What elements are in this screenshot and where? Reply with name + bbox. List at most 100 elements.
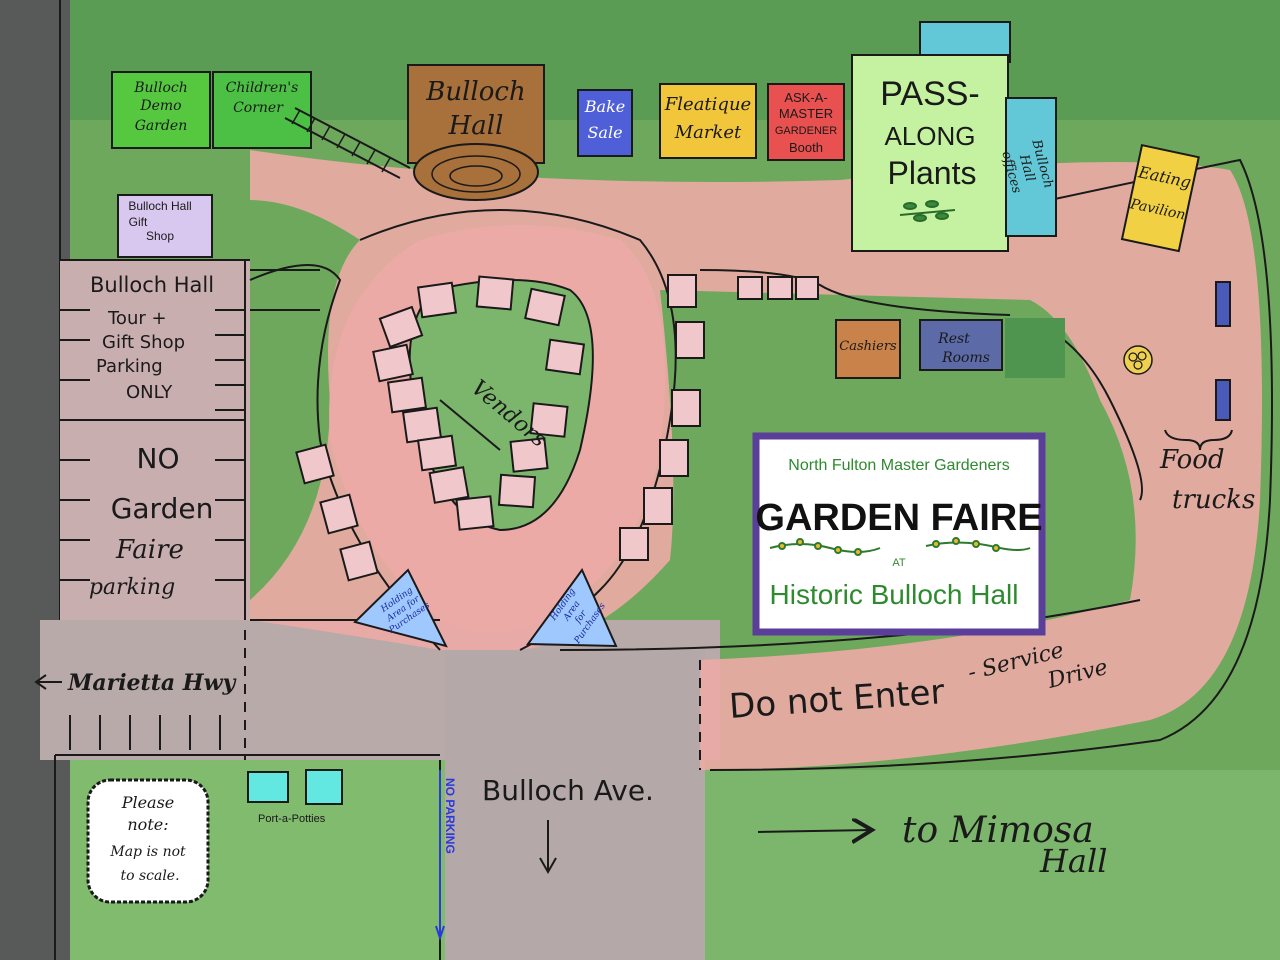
bulloch-hall-label-1: Bulloch [425, 77, 525, 107]
holding-right-shape [526, 568, 618, 648]
vendor-booth [401, 406, 443, 444]
sign-title: GARDEN FAIRE [755, 497, 1042, 539]
vendor-booth [416, 281, 458, 319]
fleatique-label-2: Market [674, 122, 742, 143]
no-parking-label-1: NO [137, 442, 180, 475]
sign-org: North Fulton Master Gardeners [788, 457, 1009, 474]
bulloch-demo-garden: Bulloch Demo Garden [111, 71, 211, 149]
offices-label-2: Hall [1016, 152, 1038, 183]
pass-along-plants: PASS- ALONG Plants [851, 21, 1011, 252]
gift-shop-label-2: Gift [129, 215, 148, 229]
childrens-corner-box [212, 71, 312, 149]
lawn-south-east [700, 770, 1280, 960]
garden-faire-sign: North Fulton Master Gardeners GARDEN FAI… [752, 432, 1046, 636]
note-line-3: Map is not [109, 844, 186, 860]
bulloch-hall-label-2: Hall [448, 111, 504, 141]
vendor-booth [509, 437, 549, 473]
note-line-1: Please [121, 793, 175, 812]
vendor-booth [659, 439, 689, 477]
note-line-2: note: [127, 815, 168, 834]
childrens-corner: Children's Corner [212, 71, 411, 179]
demo-garden-label-2: Demo [139, 98, 181, 114]
no-parking-label-3: Faire [115, 535, 184, 565]
food-truck [1215, 379, 1231, 421]
childrens-corner-label-2: Corner [233, 100, 284, 116]
vendor-booths [295, 274, 819, 582]
vendor-booth [319, 493, 359, 535]
sign-at: AT [892, 557, 906, 569]
note-box [86, 778, 210, 904]
bushes-icon [1123, 345, 1153, 375]
port-a-potty [305, 769, 343, 805]
vendor-booth [619, 527, 649, 561]
marietta-hwy-label: Marietta Hwy [67, 670, 238, 696]
vendor-booth [675, 321, 705, 359]
pass-along-label-3: Plants [888, 155, 977, 191]
fleatique-market: Fleatique Market [659, 83, 757, 159]
cashiers-box [835, 319, 901, 379]
demo-garden-label-1: Bulloch [133, 80, 188, 96]
sign-frame [752, 432, 1046, 636]
shrub-patch [1005, 318, 1065, 378]
fleatique-label-1: Fleatique [664, 94, 751, 115]
port-a-potties: Port-a-Potties [247, 769, 343, 825]
pass-along-label-1: PASS- [880, 75, 980, 113]
tour-parking-label-1: Bulloch Hall [90, 273, 214, 297]
vendor-booth [667, 274, 697, 308]
food-trucks-label-1: Food [1159, 445, 1225, 475]
tour-parking-label-4: Parking [96, 356, 163, 377]
ask-master-box [767, 83, 845, 161]
no-parking-label-4: parking [89, 575, 175, 600]
vendor-booth [767, 276, 793, 300]
restrooms-label-1: Rest [937, 331, 970, 347]
bake-sale-box [577, 89, 633, 157]
to-mimosa-label-2: Hall [1039, 842, 1107, 880]
cashiers-label: Cashiers [839, 339, 897, 354]
vendor-booth [643, 487, 673, 525]
gift-shop-label-1: Bulloch Hall [128, 199, 191, 213]
gift-shop-box [117, 194, 213, 258]
vendor-booth [497, 473, 537, 509]
bake-sale-label-1: Bake [584, 97, 625, 116]
down-arrow-icon [539, 820, 557, 875]
restrooms-box [919, 319, 1003, 371]
restrooms-label-2: Rooms [941, 350, 990, 366]
rest-rooms: Rest Rooms [919, 319, 1003, 371]
food-trucks [1215, 281, 1231, 421]
ask-a-master-gardener-booth: ASK-A- MASTER GARDENER Booth [767, 83, 845, 161]
ask-master-label-1: ASK-A- [784, 90, 827, 105]
tour-parking-label-3: Gift Shop [102, 332, 185, 353]
bulloch-ave-road [445, 650, 705, 960]
gift-shop-label-3: Shop [146, 229, 174, 243]
to-mimosa-label-1: to Mimosa [902, 810, 1094, 851]
vendor-booth [475, 275, 515, 311]
vendor-booth [455, 495, 495, 531]
vendor-booth [795, 276, 819, 300]
vendor-booth [378, 305, 424, 349]
port-a-potty [247, 771, 289, 803]
eating-pavilion: Eating Pavilion [1120, 143, 1200, 253]
left-arrow-icon [34, 674, 62, 690]
demo-garden-label-3: Garden [135, 118, 188, 134]
vendor-booth [671, 389, 701, 427]
food-trucks-brace [1164, 429, 1233, 451]
vendor-booth [524, 287, 566, 327]
gift-shop: Bulloch Hall Gift Shop [117, 194, 213, 258]
scale-note: Please note: Map is not to scale. [86, 778, 210, 904]
childrens-corner-label-1: Children's [226, 80, 299, 96]
demo-garden-box [111, 71, 211, 149]
tour-parking-label-2: Tour + [107, 308, 167, 329]
note-line-4: to scale. [120, 868, 179, 884]
no-parking-label-2: Garden [111, 492, 214, 525]
ask-master-label-4: Booth [789, 140, 823, 155]
bake-sale: Bake Sale [577, 89, 633, 157]
eating-pavilion-box [1120, 143, 1200, 253]
food-truck [1215, 281, 1231, 327]
holding-area-left: Holding Area for Purchases [353, 568, 448, 648]
vendor-booth [428, 466, 470, 504]
holding-left-shape [353, 568, 448, 648]
sign-venue: Historic Bulloch Hall [770, 579, 1019, 610]
parking-stripes [54, 259, 441, 960]
